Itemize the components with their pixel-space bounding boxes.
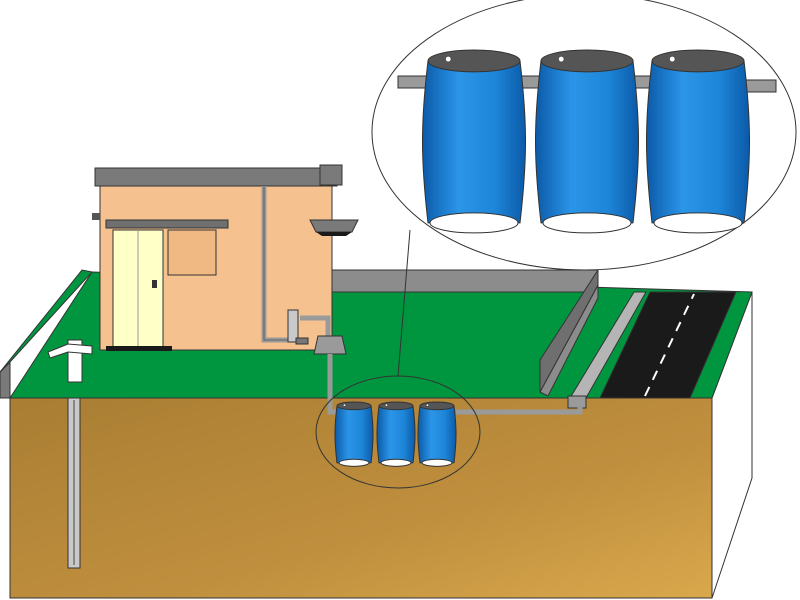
- small-barrel-3: [417, 401, 457, 467]
- detail-barrel-3: [646, 49, 750, 234]
- water-heater: [287, 309, 299, 343]
- side-canopy-shadow: [316, 232, 352, 236]
- doormat: [106, 346, 172, 351]
- heater-pipe: [295, 337, 309, 345]
- inspection-box: [313, 335, 347, 355]
- magnifier-line-left: [397, 229, 411, 377]
- water-well: [47, 339, 93, 569]
- sewage-pipe: [300, 315, 331, 336]
- road: [599, 291, 737, 399]
- roof: [94, 167, 338, 187]
- small-barrel-2: [376, 401, 416, 467]
- detail-barrels: [422, 49, 750, 234]
- gutter-outlet: [567, 395, 587, 409]
- garden-wall-back: [329, 269, 599, 293]
- house: [92, 164, 359, 351]
- roof-side: [319, 164, 343, 186]
- grass-left-slope: [0, 269, 93, 373]
- door-handle: [152, 280, 157, 288]
- detail-barrel-2: [535, 49, 639, 234]
- small-barrel-1: [334, 401, 374, 467]
- wall-vent: [92, 213, 100, 220]
- window: [167, 229, 217, 276]
- porch-canopy: [105, 219, 229, 229]
- road-center-line: [644, 293, 695, 397]
- well-tap: [47, 343, 93, 359]
- septic-barrels: [334, 401, 457, 467]
- side-canopy: [309, 219, 359, 233]
- outlet-pipe: [456, 400, 583, 415]
- detail-barrel-1: [422, 49, 526, 234]
- garden-wall-side-face: [539, 268, 599, 393]
